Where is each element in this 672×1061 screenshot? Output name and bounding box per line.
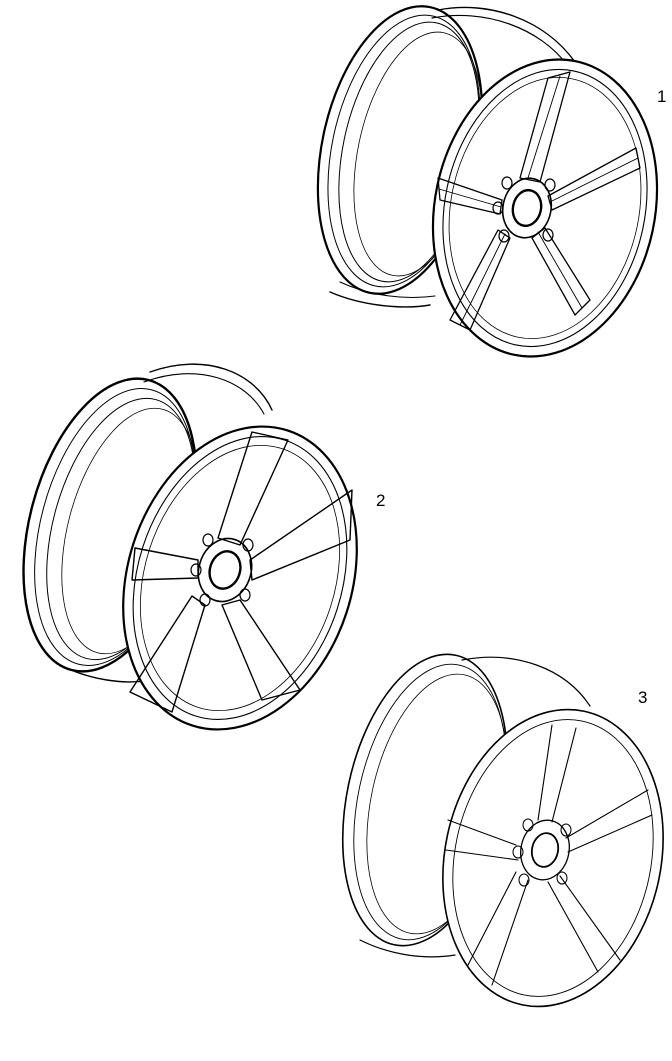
wheel-3-hub xyxy=(520,819,570,881)
callout-1: 1 xyxy=(657,87,667,106)
callout-2: 2 xyxy=(376,491,386,510)
wheel-1 xyxy=(316,5,659,358)
wheel-1-face xyxy=(431,58,659,358)
wheel-2 xyxy=(22,363,358,731)
wheel-3 xyxy=(341,653,664,1008)
wheel-3-face xyxy=(442,708,664,1008)
wheel-2-hub xyxy=(197,537,253,603)
wheel-2-face xyxy=(122,425,358,731)
wheel-1-hub xyxy=(501,177,553,239)
callout-3: 3 xyxy=(638,688,648,707)
